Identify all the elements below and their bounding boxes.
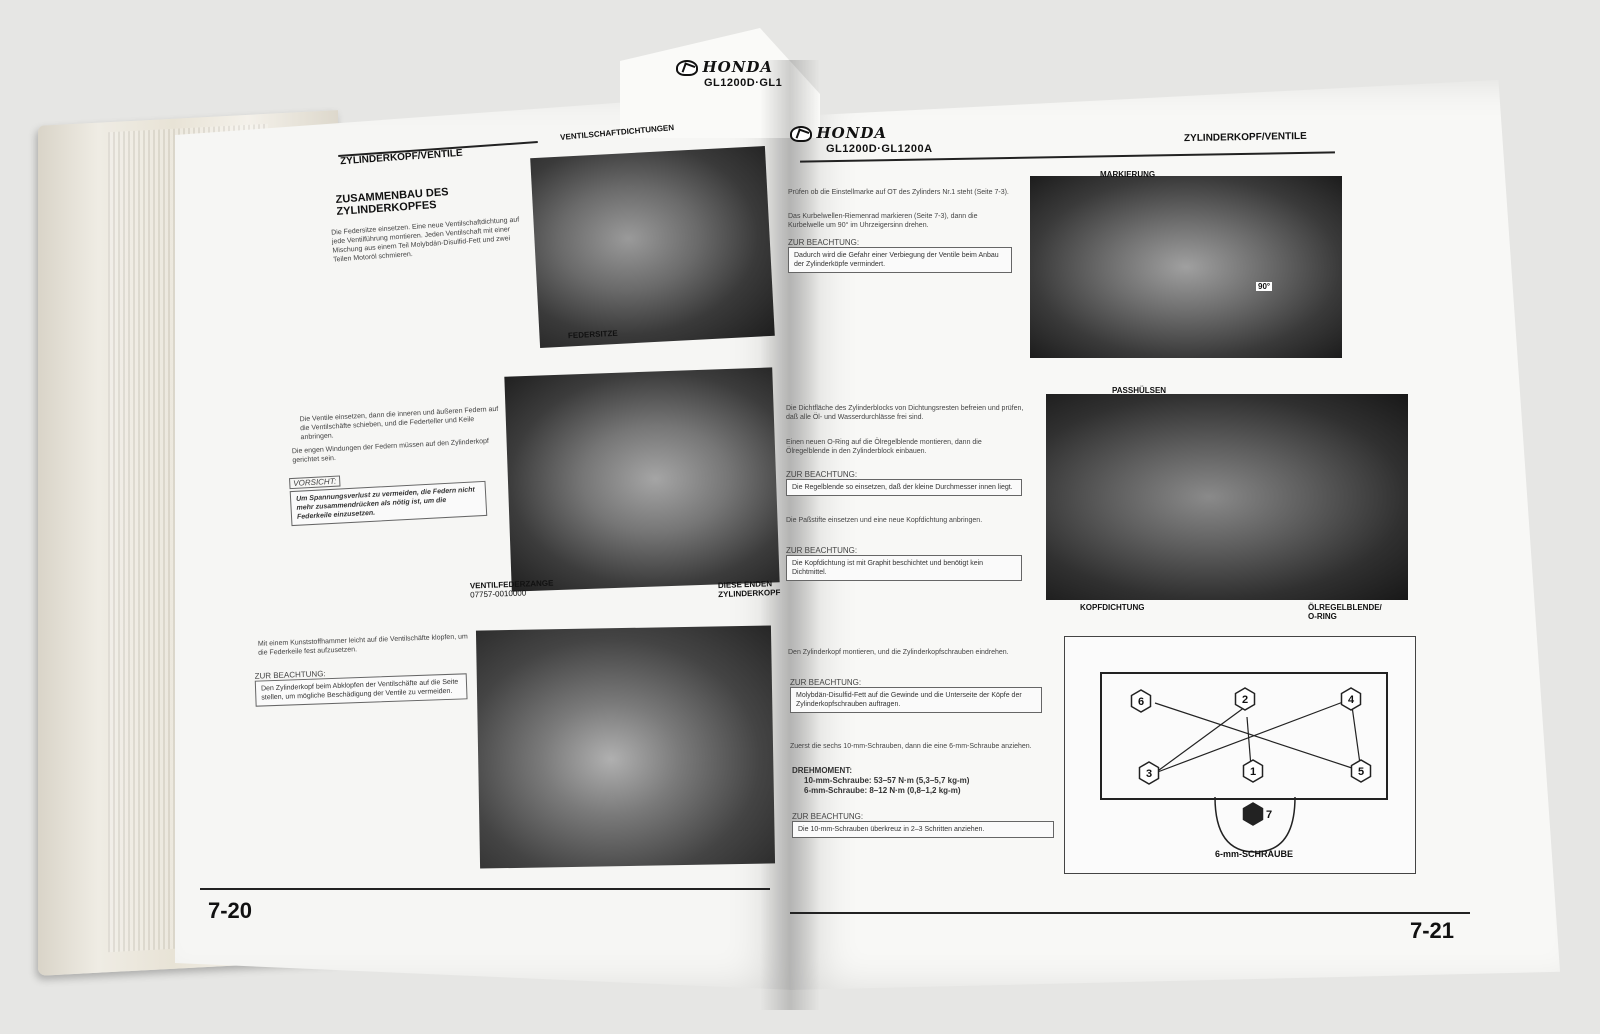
bolt-label-4: 4 xyxy=(1348,694,1355,706)
right-note-4-text: Molybdän-Disulfid-Fett auf die Gewinde u… xyxy=(790,687,1042,713)
left-page-logo: HONDA GL1200D·GL1 xyxy=(676,58,782,89)
bolt-hex-1 xyxy=(1242,759,1264,783)
right-note-5-label: ZUR BEACHTUNG: xyxy=(792,812,864,821)
right-para-5: Die Paßstifte einsetzen und eine neue Ko… xyxy=(786,517,983,524)
torque-spec: DREHMOMENT: 10-mm-Schraube: 53–57 N·m (5… xyxy=(792,766,1052,796)
sequence-arrow-4-5 xyxy=(1350,698,1362,772)
torque-line-2: 6-mm-Schraube: 8–12 N·m (0,8–1,2 kg-m) xyxy=(804,786,961,795)
left-logo-model: GL1200D·GL1 xyxy=(704,77,783,89)
right-para-6: Den Zylinderkopf montieren, und die Zyli… xyxy=(788,649,1009,656)
right-note-4: ZUR BEACHTUNG: Molybdän-Disulfid-Fett au… xyxy=(790,678,1042,713)
right-para-2: Das Kurbelwellen-Riemenrad markieren (Se… xyxy=(788,213,978,229)
right-header-title: ZYLINDERKOPF/VENTILE xyxy=(1183,130,1307,145)
bolt-sequence-diagram: 6 2 4 3 1 5 7 6-mm-SCHRAUBE xyxy=(1064,636,1416,874)
photo-cylinder-block-gasket xyxy=(1046,394,1408,600)
callout-kopfdichtung: KOPFDICHTUNG xyxy=(1080,603,1145,612)
right-para-4: Einen neuen O-Ring auf die Ölregelblende… xyxy=(786,439,982,455)
callout-markierung: MARKIERUNG xyxy=(1100,170,1156,179)
callout-oelregelblende-line2: O-RING xyxy=(1308,612,1337,621)
right-note-3-label: ZUR BEACHTUNG: xyxy=(786,546,858,555)
bolt-sequence-svg: 6 2 4 3 1 5 7 xyxy=(1100,672,1388,853)
right-note-4-label: ZUR BEACHTUNG: xyxy=(790,678,862,687)
right-logo-model: GL1200D·GL1200A xyxy=(826,143,933,155)
caution-block: VORSICHT: Um Spannungsverlust zu vermeid… xyxy=(289,463,488,527)
bolt-hex-3 xyxy=(1138,761,1160,785)
right-note-1-label: ZUR BEACHTUNG: xyxy=(788,238,860,247)
right-para-3: Die Dichtfläche des Zylinderblocks von D… xyxy=(786,405,1024,421)
bolt-label-6: 6 xyxy=(1138,696,1144,708)
cylinder-head-outline xyxy=(1100,672,1388,800)
photo-valve-spring-compressor xyxy=(504,367,780,592)
right-note-2-label: ZUR BEACHTUNG: xyxy=(786,470,858,479)
callout-passhuelsen: PASSHÜLSEN xyxy=(1112,386,1167,395)
right-note-5: ZUR BEACHTUNG: Die 10-mm-Schrauben überk… xyxy=(792,812,1054,838)
torque-label: DREHMOMENT: xyxy=(792,766,852,775)
right-note-2: ZUR BEACHTUNG: Die Regelblende so einset… xyxy=(786,470,1022,496)
bolt-label-5: 5 xyxy=(1358,766,1364,778)
photo-cylinder-head-tapping xyxy=(475,625,776,869)
callout-oelregelblende-line1: ÖLREGELBLENDE/ xyxy=(1308,603,1382,612)
sequence-arrow-3-4 xyxy=(1154,698,1352,774)
cover-outline xyxy=(1214,796,1296,853)
callout-ventilfederzange: VENTILFEDERZANGE 07757-0010000 xyxy=(470,579,554,600)
bolt-hex-5 xyxy=(1350,759,1372,783)
torque-line-1: 10-mm-Schraube: 53–57 N·m (5,3–5,7 kg-m) xyxy=(804,776,970,785)
right-note-1: ZUR BEACHTUNG: Dadurch wird die Gefahr e… xyxy=(788,238,1012,273)
sequence-arrow-5-6 xyxy=(1154,702,1362,772)
caution-label: VORSICHT: xyxy=(289,475,341,490)
honda-wing-icon xyxy=(676,59,698,76)
bolt-hex-4 xyxy=(1340,687,1362,711)
left-page-number: 7-20 xyxy=(208,898,253,923)
photo-valve-seals xyxy=(530,145,775,349)
callout-diese-enden: DIESE ENDEN ZYLINDERKOPF xyxy=(718,579,781,599)
right-para-7: Zuerst die sechs 10-mm-Schrauben, dann d… xyxy=(790,743,1032,750)
left-footer-rule xyxy=(200,888,770,890)
left-logo-brand: HONDA xyxy=(702,58,774,76)
right-logo-brand: HONDA xyxy=(816,124,888,142)
sequence-arrow-2-3 xyxy=(1154,706,1246,774)
photo-crankshaft-pulley xyxy=(1030,176,1342,358)
bolt-hex-2 xyxy=(1234,687,1256,711)
right-page-number: 7-21 xyxy=(1410,918,1455,943)
left-note-block: ZUR BEACHTUNG: Den Zylinderkopf beim Abk… xyxy=(254,664,468,707)
bolt-hex-7 xyxy=(1242,802,1264,826)
bolt-label-1: 1 xyxy=(1250,766,1256,778)
bolt-label-3: 3 xyxy=(1146,768,1152,780)
right-para-1: Prüfen ob die Einstellmarke auf OT des Z… xyxy=(788,189,1009,196)
right-note-3-text: Die Kopfdichtung ist mit Graphit beschic… xyxy=(786,555,1022,581)
sequence-arrow-1-2 xyxy=(1246,716,1252,768)
right-page-logo: HONDA GL1200D·GL1200A xyxy=(790,124,933,155)
right-note-2-text: Die Regelblende so einsetzen, daß der kl… xyxy=(786,479,1022,496)
callout-90-degrees: 90° xyxy=(1256,282,1273,291)
callout-oelregelblende: ÖLREGELBLENDE/ O-RING xyxy=(1308,603,1382,621)
right-note-5-text: Die 10-mm-Schrauben überkreuz in 2–3 Sch… xyxy=(792,821,1054,838)
bolt-label-2: 2 xyxy=(1242,694,1248,706)
right-note-1-text: Dadurch wird die Gefahr einer Verbiegung… xyxy=(788,247,1012,273)
bolt-label-7: 7 xyxy=(1266,809,1272,821)
honda-wing-icon xyxy=(790,125,812,142)
diagram-caption: 6-mm-SCHRAUBE xyxy=(1215,849,1294,859)
right-note-3: ZUR BEACHTUNG: Die Kopfdichtung ist mit … xyxy=(786,546,1022,581)
bolt-hex-6 xyxy=(1130,689,1152,713)
right-footer-rule xyxy=(790,912,1470,914)
